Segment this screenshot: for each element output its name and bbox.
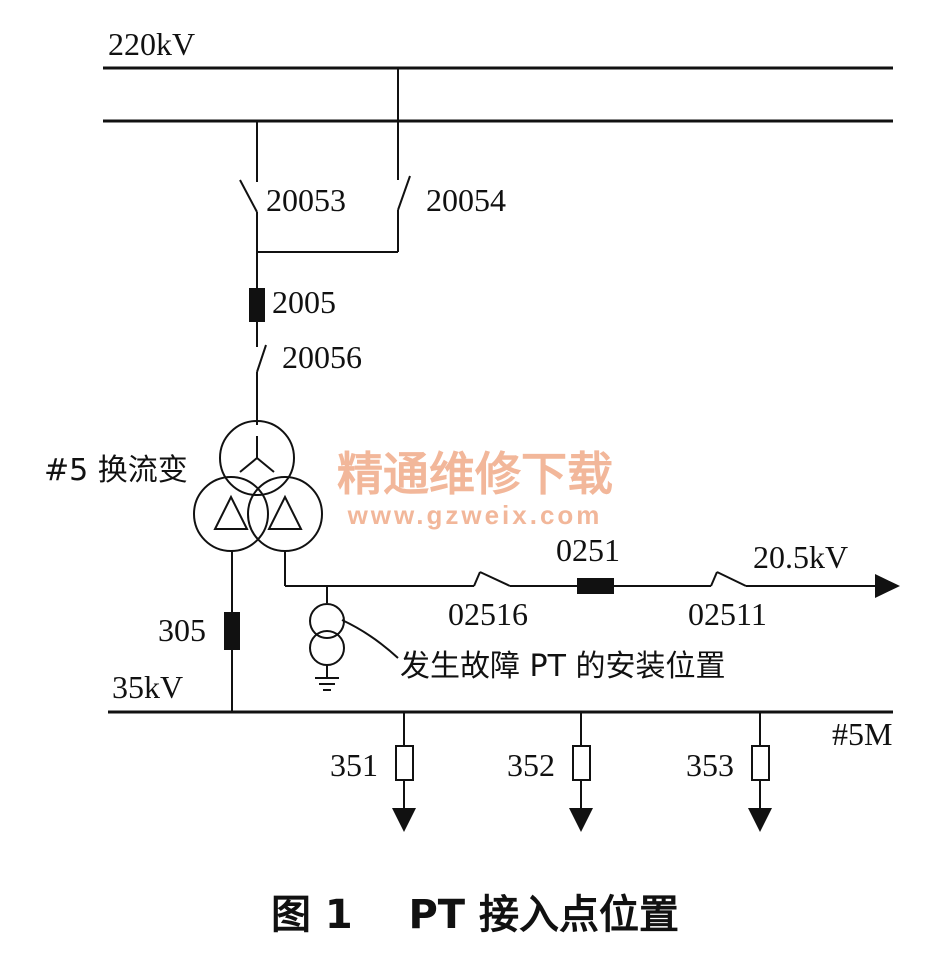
feeder-351 (392, 712, 416, 832)
label-305: 305 (158, 612, 206, 648)
delta-winding-right (267, 494, 303, 530)
disconnector-02511 (710, 571, 747, 587)
bus-5m-label: #5M (832, 716, 892, 752)
outgoing-arrow (875, 574, 900, 598)
disconnector-20056 (256, 344, 267, 425)
watermark-url: www.gzweix.com (347, 500, 603, 530)
breaker-0251 (577, 578, 614, 594)
label-353: 353 (686, 747, 734, 783)
label-2005: 2005 (272, 284, 336, 320)
disconnector-02516 (473, 571, 511, 587)
label-20056: 20056 (282, 339, 362, 375)
figure-caption: 图 1 PT 接入点位置 (271, 892, 679, 938)
watermark: 精通维修下载 www.gzweix.com (337, 447, 613, 530)
label-351: 351 (330, 747, 378, 783)
breaker-2005 (249, 288, 265, 322)
outgoing-voltage-label: 20.5kV (753, 539, 848, 575)
breaker-305 (224, 612, 240, 650)
label-352: 352 (507, 747, 555, 783)
converter-transformer (193, 420, 323, 552)
label-02516: 02516 (448, 596, 528, 632)
transformer-label: #5 换流变 (44, 453, 188, 488)
disconnector-20053 (239, 121, 258, 252)
feeder-353 (748, 712, 772, 832)
watermark-title: 精通维修下载 (337, 447, 613, 501)
potential-transformer (309, 586, 345, 691)
label-20054: 20054 (426, 182, 506, 218)
pt-fault-note: 发生故障 PT 的安装位置 (400, 649, 726, 684)
bus-220kv-label: 220kV (108, 26, 195, 62)
bus-35kv-label: 35kV (112, 669, 183, 705)
label-0251: 0251 (556, 532, 620, 568)
label-20053: 20053 (266, 182, 346, 218)
pt-pointer-line (341, 619, 399, 659)
feeder-352 (569, 712, 593, 832)
label-02511: 02511 (688, 596, 767, 632)
delta-winding-left (213, 494, 249, 530)
disconnector-20054 (397, 68, 411, 252)
